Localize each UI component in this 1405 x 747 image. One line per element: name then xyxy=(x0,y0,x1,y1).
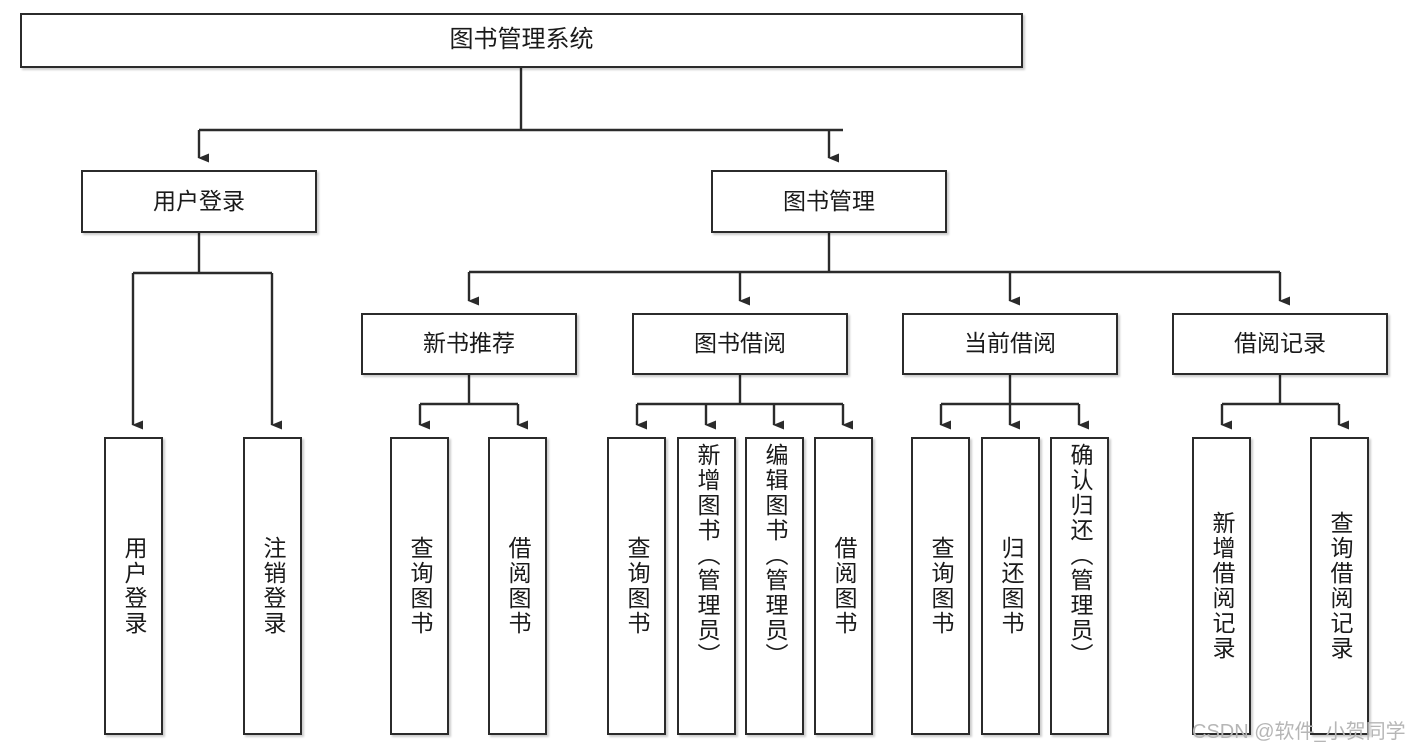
node-label: 图书管理 xyxy=(783,187,875,214)
node-leaf-return-book[interactable]: 归还图书 xyxy=(981,437,1040,735)
node-leaf-confirm-return-admin[interactable]: 确认归还（管理员） xyxy=(1050,437,1109,735)
node-label: 用户登录 xyxy=(121,536,147,636)
node-book-management[interactable]: 图书管理 xyxy=(711,170,947,233)
node-label: 图书借阅 xyxy=(694,330,786,357)
node-leaf-query-book-recommend[interactable]: 查询图书 xyxy=(390,437,449,735)
node-new-book-recommend[interactable]: 新书推荐 xyxy=(361,313,577,375)
node-leaf-query-book-current[interactable]: 查询图书 xyxy=(911,437,970,735)
node-label: 借阅记录 xyxy=(1234,330,1326,357)
node-book-borrow[interactable]: 图书借阅 xyxy=(632,313,848,375)
node-label: 用户登录 xyxy=(153,187,245,214)
node-current-borrow[interactable]: 当前借阅 xyxy=(902,313,1118,375)
node-label: 查询图书 xyxy=(624,536,650,636)
node-label: 图书管理系统 xyxy=(449,26,594,54)
node-label: 新增借阅记录 xyxy=(1209,511,1235,661)
node-label: 编辑图书（管理员） xyxy=(762,443,788,668)
node-leaf-query-book-borrow[interactable]: 查询图书 xyxy=(607,437,666,735)
node-label: 当前借阅 xyxy=(964,330,1056,357)
node-borrow-record[interactable]: 借阅记录 xyxy=(1172,313,1388,375)
node-user-login[interactable]: 用户登录 xyxy=(81,170,317,233)
node-label: 新增图书（管理员） xyxy=(694,443,720,668)
node-label: 确认归还（管理员） xyxy=(1067,443,1093,668)
node-leaf-user-login[interactable]: 用户登录 xyxy=(104,437,163,735)
node-leaf-add-borrow-record[interactable]: 新增借阅记录 xyxy=(1192,437,1251,735)
node-root-book-management-system[interactable]: 图书管理系统 xyxy=(20,13,1023,68)
node-label: 查询图书 xyxy=(407,536,433,636)
node-leaf-edit-book-admin[interactable]: 编辑图书（管理员） xyxy=(745,437,804,735)
node-leaf-query-borrow-record[interactable]: 查询借阅记录 xyxy=(1310,437,1369,735)
node-leaf-add-book-admin[interactable]: 新增图书（管理员） xyxy=(677,437,736,735)
node-label: 查询借阅记录 xyxy=(1327,511,1353,661)
node-leaf-borrow-book-borrow[interactable]: 借阅图书 xyxy=(814,437,873,735)
node-leaf-user-logout[interactable]: 注销登录 xyxy=(243,437,302,735)
node-label: 新书推荐 xyxy=(423,330,515,357)
node-label: 借阅图书 xyxy=(831,536,857,636)
node-leaf-borrow-book-recommend[interactable]: 借阅图书 xyxy=(488,437,547,735)
node-label: 注销登录 xyxy=(260,536,286,636)
node-label: 查询图书 xyxy=(928,536,954,636)
node-label: 归还图书 xyxy=(998,536,1024,636)
node-label: 借阅图书 xyxy=(505,536,531,636)
